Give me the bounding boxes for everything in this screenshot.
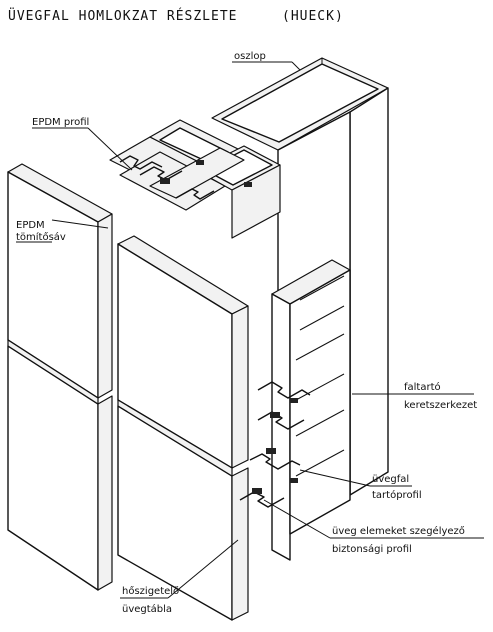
label-wall-frame-line2: keretszerkezet	[404, 400, 477, 411]
label-glass-holder-line1: üvegfal	[372, 474, 409, 485]
drawing-title-note: (HUECK)	[282, 9, 344, 24]
top-profiles	[109, 119, 281, 239]
label-glass-holder-line2: tartóprofil	[372, 489, 422, 501]
leader-lines	[16, 61, 484, 599]
label-insulating-glass-line2: üvegtábla	[122, 603, 172, 615]
label-wall-frame-line1: faltartó	[404, 381, 441, 393]
wall-frame-structure	[239, 259, 351, 561]
drawing-title: ÜVEGFAL HOMLOKZAT RÉSZLETE	[8, 7, 238, 24]
label-column: oszlop	[234, 51, 266, 62]
label-insulating-glass-line1: hőszigetelő	[122, 585, 179, 597]
label-safety-profile-line1: üveg elemeket szegélyező	[332, 525, 465, 537]
label-epdm-profile: EPDM profil	[32, 117, 89, 128]
label-epdm-seal-line2: tömítősáv	[16, 231, 66, 243]
label-safety-profile-line2: biztonsági profil	[332, 543, 412, 555]
label-epdm-seal-line1: EPDM	[16, 220, 45, 231]
glass-panels	[7, 163, 249, 621]
